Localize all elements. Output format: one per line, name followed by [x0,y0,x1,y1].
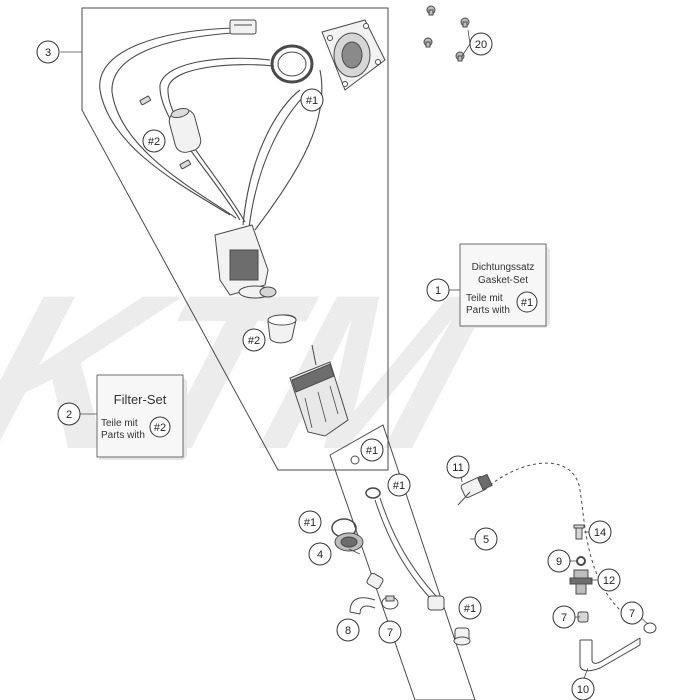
filter-set-parts-en: Parts with [101,430,145,441]
callout-7-right[interactable]: 7 [620,601,644,625]
gasket-set-box: Dichtungssatz Gasket-Set Teile mit Parts… [459,243,550,328]
ref-1-oring-small-label: #1 [366,445,378,457]
callout-11-label: 11 [452,462,463,474]
filter-sleeve [267,314,297,344]
pump-hoses [99,27,323,231]
callout-7-center[interactable]: 7 [552,605,576,629]
callout-12[interactable]: 12 [597,568,621,592]
sensor-plug [457,473,493,506]
callout-5[interactable]: 5 [474,527,498,551]
callout-8-label: 8 [345,625,351,637]
ref-2-sleeve[interactable]: #2 [242,328,266,352]
ref-2-filter-top[interactable]: #2 [142,129,166,153]
ref-1-oring-large-label: #1 [393,480,405,492]
callout-7-left[interactable]: 7 [378,620,402,644]
callout-8[interactable]: 8 [336,618,360,642]
callout-12-label: 12 [603,575,615,587]
callout-14[interactable]: 14 [588,520,612,544]
gasket-set-title-de: Dichtungssatz [472,262,535,273]
gasket-set-parts-en: Parts with [466,305,510,316]
o-ring-small [350,455,360,465]
filter-set-ref: #2 [154,422,166,434]
clamp-7-right [643,622,657,634]
fuel-pump-strainer [289,344,349,437]
hose-fitting-12 [569,569,593,595]
ref-1-washer-label: #1 [304,517,316,529]
ref-2-sleeve-label: #2 [248,335,260,347]
callout-7-left-label: 7 [387,627,393,639]
o-ring-large [365,487,381,499]
ref-1-connector[interactable]: #1 [458,596,482,620]
hose-elbow [349,597,376,615]
ref-1-connector-label: #1 [464,603,476,615]
callout-2-label: 2 [66,409,72,421]
hose-clip [139,95,191,170]
callout-10[interactable]: 10 [571,677,595,700]
inline-fuel-filter [168,107,202,153]
fuel-line [374,497,437,599]
gasket-set-ref: #1 [521,297,533,309]
callout-1-label: 1 [435,285,441,297]
filter-set-box: Filter-Set Teile mit Parts with #2 [96,374,187,460]
callout-11[interactable]: 11 [446,455,470,479]
ref-1-oring-large[interactable]: #1 [387,473,411,497]
o-ring-9 [576,556,586,566]
callout-4[interactable]: 4 [308,542,332,566]
filter-set-title: Filter-Set [114,392,167,407]
assembly-outline-fuel-pump [81,7,389,471]
callout-14-label: 14 [594,527,606,539]
screw-14 [573,524,585,540]
callout-9-label: 9 [556,556,562,568]
callout-3[interactable]: 3 [36,40,60,64]
bolts-20 [423,5,470,62]
hose-clamp [381,595,399,610]
hose-connector [366,572,471,646]
callout-2[interactable]: 2 [57,402,81,426]
callout-4-label: 4 [317,549,323,561]
callout-20[interactable]: 20 [469,32,493,56]
callout-5-label: 5 [483,534,489,546]
assembly-outline-fuel-line [329,424,476,700]
ref-1-washer[interactable]: #1 [298,510,322,534]
quick-coupling [334,532,364,552]
pump-flange [321,19,386,91]
flange-gasket [270,44,314,84]
gasket-set-parts-de: Teile mit [466,293,503,304]
callout-3-label: 3 [45,47,51,59]
ref-1-flange-label: #1 [306,95,318,107]
pump-motor-assembly [214,224,277,299]
callout-7-center-label: 7 [561,612,567,624]
fuel-hose-10 [579,637,641,672]
ref-1-oring-small[interactable]: #1 [360,438,384,462]
callout-10-label: 10 [577,684,589,696]
ref-1-flange[interactable]: #1 [300,88,324,112]
sensor-cable [489,462,621,611]
ref-2-filter-top-label: #2 [148,136,160,148]
callout-7-right-label: 7 [629,608,635,620]
gasket-set-title-en: Gasket-Set [478,275,528,286]
callout-9[interactable]: 9 [547,549,571,573]
callout-20-label: 20 [475,39,487,51]
callout-1[interactable]: 1 [426,278,450,302]
wire-connector [229,19,257,35]
filter-set-parts-de: Teile mit [101,418,138,429]
